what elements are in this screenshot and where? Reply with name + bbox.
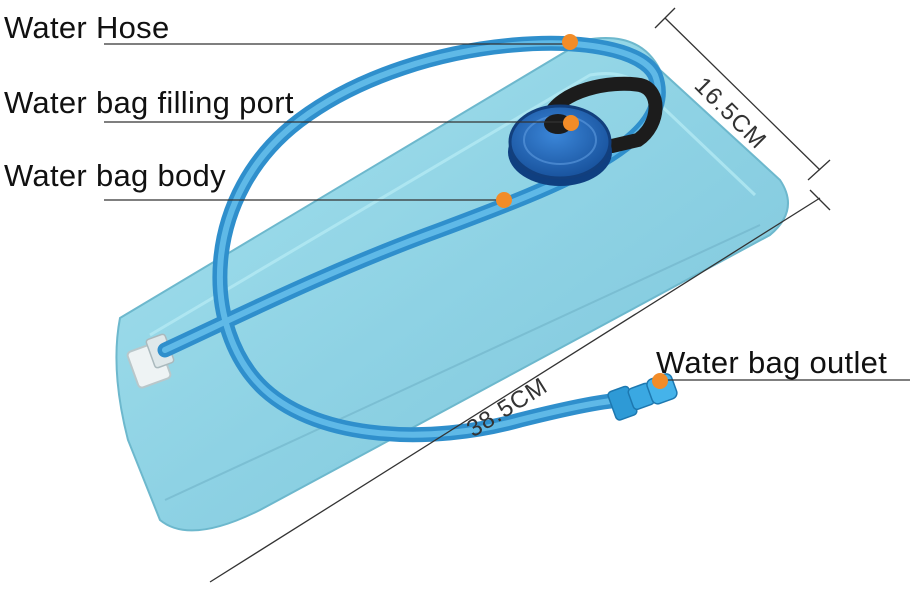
cap-strap — [541, 76, 663, 153]
marker-filling-port — [563, 115, 579, 131]
width-dimension-tick-top — [654, 7, 676, 29]
outlet-valve — [607, 373, 678, 421]
label-water-hose: Water Hose — [4, 10, 170, 45]
width-dimension-tick-bottom — [807, 159, 831, 181]
filling-port-cap — [508, 104, 612, 180]
callout-markers — [496, 34, 668, 389]
length-dimension-tick-right — [809, 189, 831, 211]
label-bag-outlet: Water bag outlet — [656, 345, 888, 380]
length-dimension-line — [209, 197, 821, 583]
label-bag-body: Water bag body — [4, 158, 226, 193]
width-dimension-line — [664, 17, 821, 171]
bag-shadow-edge — [164, 224, 761, 501]
marker-outlet — [652, 373, 668, 389]
marker-bag-body — [496, 192, 512, 208]
marker-hose — [562, 34, 578, 50]
water-hose-highlight — [162, 40, 662, 438]
label-filling-port: Water bag filling port — [4, 85, 294, 120]
